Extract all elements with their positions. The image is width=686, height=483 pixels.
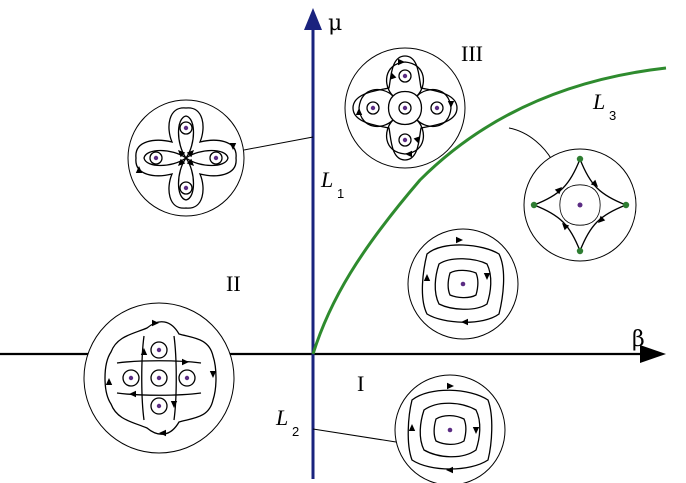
phase-portrait-L3 bbox=[523, 148, 637, 262]
phase-portrait-region-II bbox=[83, 302, 235, 454]
phase-portrait-region-I-upper bbox=[407, 228, 519, 340]
svg-text:3: 3 bbox=[609, 108, 616, 123]
label-L3: L 3 bbox=[592, 89, 616, 123]
mu-axis-label: μ bbox=[328, 11, 342, 36]
curve-L3 bbox=[311, 66, 667, 355]
svg-text:L: L bbox=[320, 167, 333, 192]
phase-portrait-L1 bbox=[127, 99, 245, 217]
svg-text:2: 2 bbox=[292, 424, 299, 439]
region-label-III: III bbox=[461, 41, 483, 66]
mu-axis bbox=[304, 8, 322, 479]
phase-portrait-L2 bbox=[394, 374, 506, 483]
region-label-II: II bbox=[226, 271, 241, 296]
label-L1: L 1 bbox=[320, 167, 344, 201]
svg-text:L: L bbox=[592, 89, 605, 114]
beta-axis-label: β bbox=[632, 327, 645, 352]
leader-L2 bbox=[312, 428, 397, 443]
phase-portrait-region-III bbox=[344, 47, 466, 169]
leader-L3 bbox=[508, 127, 553, 161]
svg-text:1: 1 bbox=[337, 186, 344, 201]
label-L2: L 2 bbox=[275, 405, 299, 439]
leader-L1 bbox=[243, 136, 314, 151]
region-label-I: I bbox=[357, 371, 364, 396]
svg-text:L: L bbox=[275, 405, 288, 430]
